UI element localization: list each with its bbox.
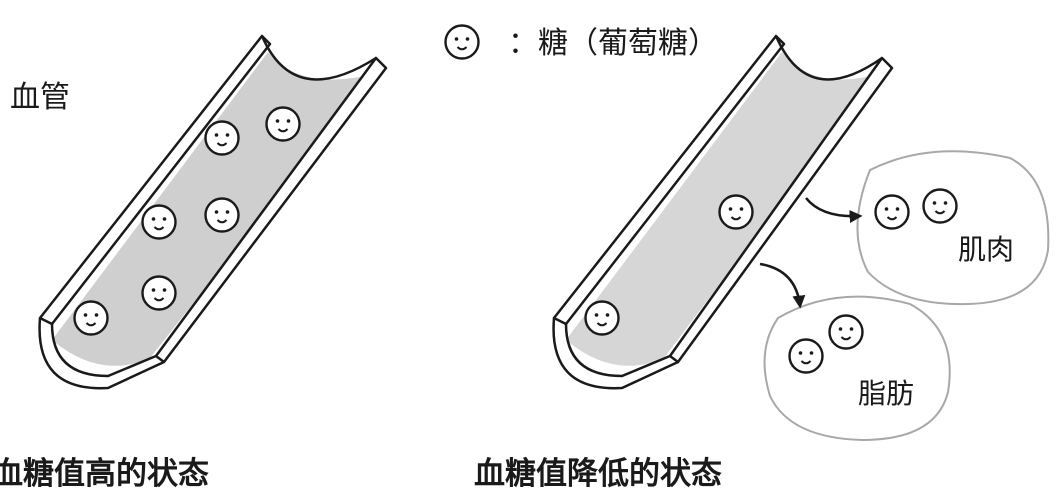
- vessel-label: 血管: [10, 80, 70, 115]
- glucose-face-icon: [141, 204, 177, 240]
- glucose-face-icon: [73, 300, 109, 336]
- legend-text: ：糖（葡萄糖）: [508, 26, 718, 61]
- glucose-face-icon: [584, 300, 620, 336]
- glucose-face-icon: [788, 338, 824, 374]
- glucose-face-icon: [874, 194, 910, 230]
- muscle-cell-outline: [856, 150, 1050, 306]
- fat-cell: [763, 295, 951, 442]
- vessel-left: [38, 34, 388, 390]
- muscle-label: 肌肉: [958, 233, 1015, 266]
- glucose-face-icon: [204, 197, 240, 233]
- vessel-left-bottom: [38, 317, 165, 390]
- glucose-face-icon: [828, 314, 864, 350]
- glucose-face-icon: [265, 106, 301, 142]
- vessel-right-rim: [774, 35, 883, 81]
- vessel-right-wall: [552, 34, 786, 326]
- vessel-left-wall: [38, 34, 272, 326]
- muscle-cell: [856, 150, 1050, 306]
- caption-right: 血糖值降低的状态: [474, 456, 722, 492]
- fat-label: 脂肪: [858, 377, 915, 410]
- caption-left: 血糖值高的状态: [0, 456, 209, 492]
- vessel-right-bottom: [552, 317, 679, 390]
- arrow-right-icon: [759, 262, 806, 309]
- glucose-face-icon: [141, 275, 177, 311]
- glucose-face-icon: [444, 24, 480, 60]
- vessel-left-rim: [260, 35, 377, 81]
- glucose-face-icon: [718, 194, 754, 230]
- vessel-right: [552, 34, 894, 390]
- fat-cell-outline: [763, 295, 951, 442]
- glucose-face-icon: [204, 120, 240, 156]
- glucose-face-icon: [922, 188, 958, 224]
- arrow-right-icon: [804, 197, 863, 224]
